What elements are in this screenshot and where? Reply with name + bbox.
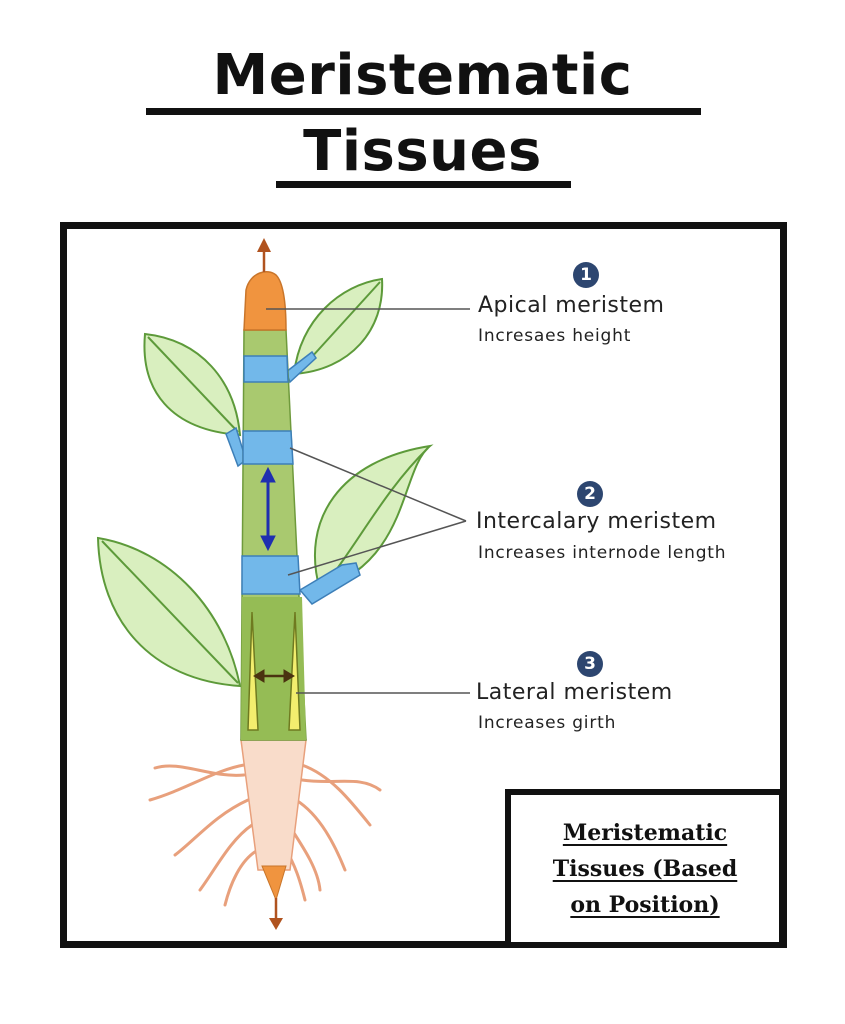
caption-line-1: Meristematic <box>562 819 728 846</box>
roots <box>148 763 382 907</box>
label-3-badge: 3 <box>577 651 603 677</box>
down-arrow-icon <box>269 918 283 930</box>
apical-meristem <box>243 271 287 331</box>
caption-box: Meristematic Tissues (Based on Position) <box>505 789 785 948</box>
label-lateral-subtitle: Increases girth <box>478 713 617 733</box>
label-apical-subtitle: Incresaes height <box>478 326 632 346</box>
label-lateral-title: Lateral meristem <box>476 680 673 705</box>
intercalary-bands <box>241 355 301 595</box>
label-intercalary-subtitle: Increases internode length <box>478 543 727 563</box>
root-zone <box>240 739 307 871</box>
label-intercalary-title: Intercalary meristem <box>476 509 717 534</box>
caption-line-3: on Position) <box>570 891 720 918</box>
title-underline-2 <box>276 181 571 188</box>
title-underline-1 <box>146 108 701 115</box>
lateral-meristem <box>247 611 301 731</box>
root-cap <box>261 865 287 902</box>
label-apical-title: Apical meristem <box>478 293 665 318</box>
leader-lines <box>266 308 470 694</box>
label-1-badge: 1 <box>573 262 599 288</box>
page-title-line-2: Tissues <box>303 119 542 184</box>
petioles <box>225 350 361 605</box>
leaves <box>96 277 434 688</box>
double-arrow-horizontal-icon <box>253 669 295 683</box>
double-arrow-vertical-icon <box>260 466 276 552</box>
page-title-line-1: Meristematic <box>212 43 633 108</box>
caption-line-2: Tissues (Based <box>552 855 738 882</box>
label-2-badge: 2 <box>577 481 603 507</box>
up-arrow-icon <box>257 238 271 252</box>
